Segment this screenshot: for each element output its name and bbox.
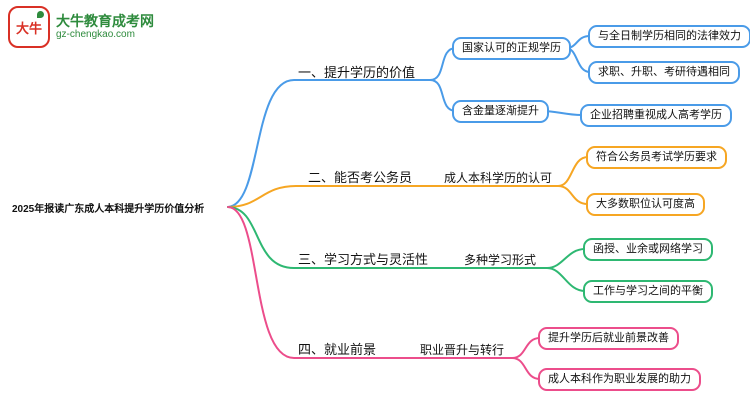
branch1-sub1-node: 国家认可的正规学历 [452,37,571,60]
brand-name: 大牛教育成考网 [56,13,154,30]
leaf-node: 大多数职位认可度高 [586,193,705,216]
branch3-line [227,206,548,269]
branch1-line [227,79,431,208]
leaf-node: 工作与学习之间的平衡 [583,280,713,303]
branch3-title: 三、学习方式与灵活性 [298,252,429,267]
branch1-fork-down [429,79,457,112]
leaf-node: 企业招聘重视成人高考学历 [580,104,732,127]
brand-domain: gz-chengkao.com [56,29,135,41]
leaf-node: 求职、升职、考研待遇相同 [588,61,740,84]
leaf-node: 提升学历后就业前景改善 [538,327,679,350]
leaf-node: 成人本科作为职业发展的助力 [538,368,701,391]
branch4-line [227,206,513,359]
branch3-leaf1-line [546,248,586,269]
branch4-leaf2-line [511,357,541,380]
leaf-node: 与全日制学历相同的法律效力 [588,25,750,48]
root-node: 2025年报读广东成人本科提升学历价值分析 [12,204,205,215]
branch2-title: 二、能否考公务员 [308,170,413,185]
branch1-fork-up [429,47,457,81]
leaf-node: 函授、业余或网络学习 [583,238,713,261]
branch2-sub1-node: 成人本科学历的认可 [444,171,553,185]
site-logo: 大牛 大牛教育成考网 gz-chengkao.com [8,6,154,48]
branch4-leaf1-line [511,337,541,359]
branch1-title: 一、提升学历的价值 [298,65,416,80]
branch4-title: 四、就业前景 [298,342,377,357]
branch2-leaf1-line [557,156,589,187]
leaf-node: 符合公务员考试学历要求 [586,146,727,169]
logo-mark-text: 大牛 [15,20,42,36]
branch1-sub2-node: 含金量逐渐提升 [452,100,549,123]
branch4-sub1-node: 职业晋升与转行 [420,343,505,357]
branch2-line [227,185,559,208]
branch2-leaf2-line [557,185,589,205]
branch3-sub1-node: 多种学习形式 [464,253,537,267]
branch3-leaf2-line [546,267,586,292]
bull-logo-icon: 大牛 [8,6,50,48]
